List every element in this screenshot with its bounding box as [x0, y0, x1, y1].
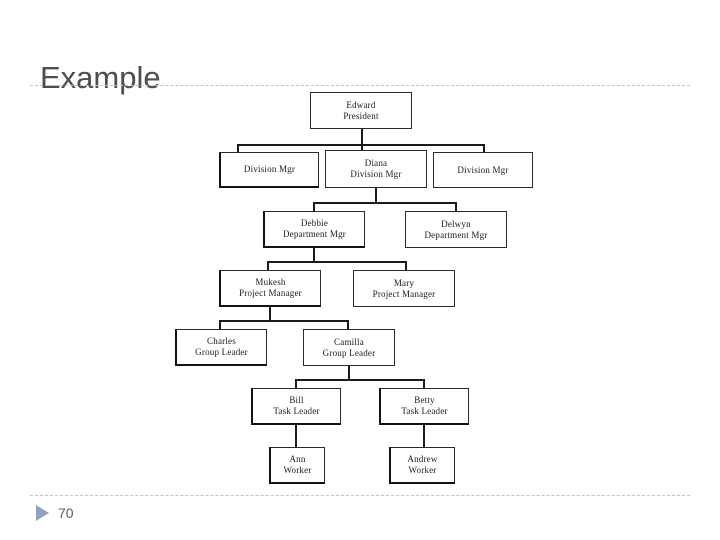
org-node-debbie: Debbie Department Mgr [263, 211, 365, 248]
org-node-name: Delwyn [441, 218, 471, 229]
connector-edward-drop [361, 129, 363, 145]
org-node-division-right: Division Mgr [433, 152, 533, 188]
org-node-role: Department Mgr [424, 229, 488, 240]
footer-divider-bottom [30, 495, 690, 496]
org-node-name: Bill [289, 395, 304, 405]
org-node-name: Camilla [334, 336, 364, 347]
org-node-charles: Charles Group Leader [175, 329, 267, 366]
org-node-betty: Betty Task Leader [379, 388, 469, 425]
connector-charles-drop [219, 320, 221, 330]
org-node-name: Mary [393, 277, 415, 288]
connector-diana-out [375, 188, 377, 203]
page-title: Example [40, 59, 161, 95]
connector-betty-to-andrew [423, 425, 425, 448]
connector-camilla-out [348, 366, 350, 380]
org-node-delwyn: Delwyn Department Mgr [405, 211, 507, 248]
org-node-name: Mukesh [255, 277, 286, 287]
org-node-name: Diana [364, 158, 388, 168]
org-node-mary: Mary Project Manager [353, 270, 455, 307]
connector-level3-bus [267, 261, 407, 263]
connector-divleft-drop [237, 144, 239, 153]
connector-camilla-drop [347, 320, 349, 330]
org-node-role: Worker [408, 465, 437, 475]
org-node-role: President [343, 110, 379, 121]
organization-chart: Edward President Division Mgr Diana Divi… [175, 88, 547, 494]
org-node-camilla: Camilla Group Leader [303, 329, 395, 366]
org-node-role: Worker [283, 465, 312, 475]
connector-mukesh-drop [267, 261, 269, 271]
org-node-mukesh: Mukesh Project Manager [219, 270, 321, 307]
connector-mary-drop [405, 261, 407, 271]
org-node-division-left: Division Mgr [219, 152, 319, 188]
connector-mukesh-out [269, 307, 271, 321]
connector-level4-bus [219, 320, 349, 322]
connector-betty-drop [423, 379, 425, 389]
connector-diana-drop [361, 144, 363, 153]
connector-bill-to-ann [295, 425, 297, 448]
org-node-name: Ann [289, 454, 306, 464]
triangle-bullet-icon [36, 505, 49, 521]
title-divider-top [30, 85, 690, 86]
org-node-name: Andrew [407, 454, 438, 464]
org-node-role: Division Mgr [243, 164, 296, 174]
connector-delwyn-drop [455, 202, 457, 212]
org-node-role: Task Leader [273, 406, 320, 416]
connector-debbie-out [313, 248, 315, 262]
org-node-name: Charles [207, 336, 236, 346]
org-node-role: Task Leader [401, 406, 448, 416]
org-node-name: Debbie [300, 218, 329, 228]
org-node-andrew: Andrew Worker [389, 447, 455, 484]
org-node-bill: Bill Task Leader [251, 388, 341, 425]
page-number: 70 [58, 505, 74, 521]
connector-divright-drop [483, 144, 485, 153]
org-node-role: Group Leader [195, 347, 248, 357]
org-node-diana: Diana Division Mgr [325, 150, 427, 188]
org-node-edward: Edward President [310, 92, 412, 129]
org-node-ann: Ann Worker [269, 447, 325, 484]
org-node-name: Edward [346, 99, 376, 110]
connector-level2-bus [313, 202, 457, 204]
org-node-role: Division Mgr [350, 169, 402, 179]
connector-debbie-drop [313, 202, 315, 212]
org-node-role: Division Mgr [457, 164, 509, 175]
org-node-role: Project Manager [239, 288, 302, 298]
org-node-role: Project Manager [372, 288, 436, 299]
org-node-role: Group Leader [322, 347, 376, 358]
org-node-role: Department Mgr [282, 229, 347, 239]
org-node-name: Betty [414, 395, 435, 405]
connector-level5-bus [295, 379, 425, 381]
connector-bill-drop [295, 379, 297, 389]
